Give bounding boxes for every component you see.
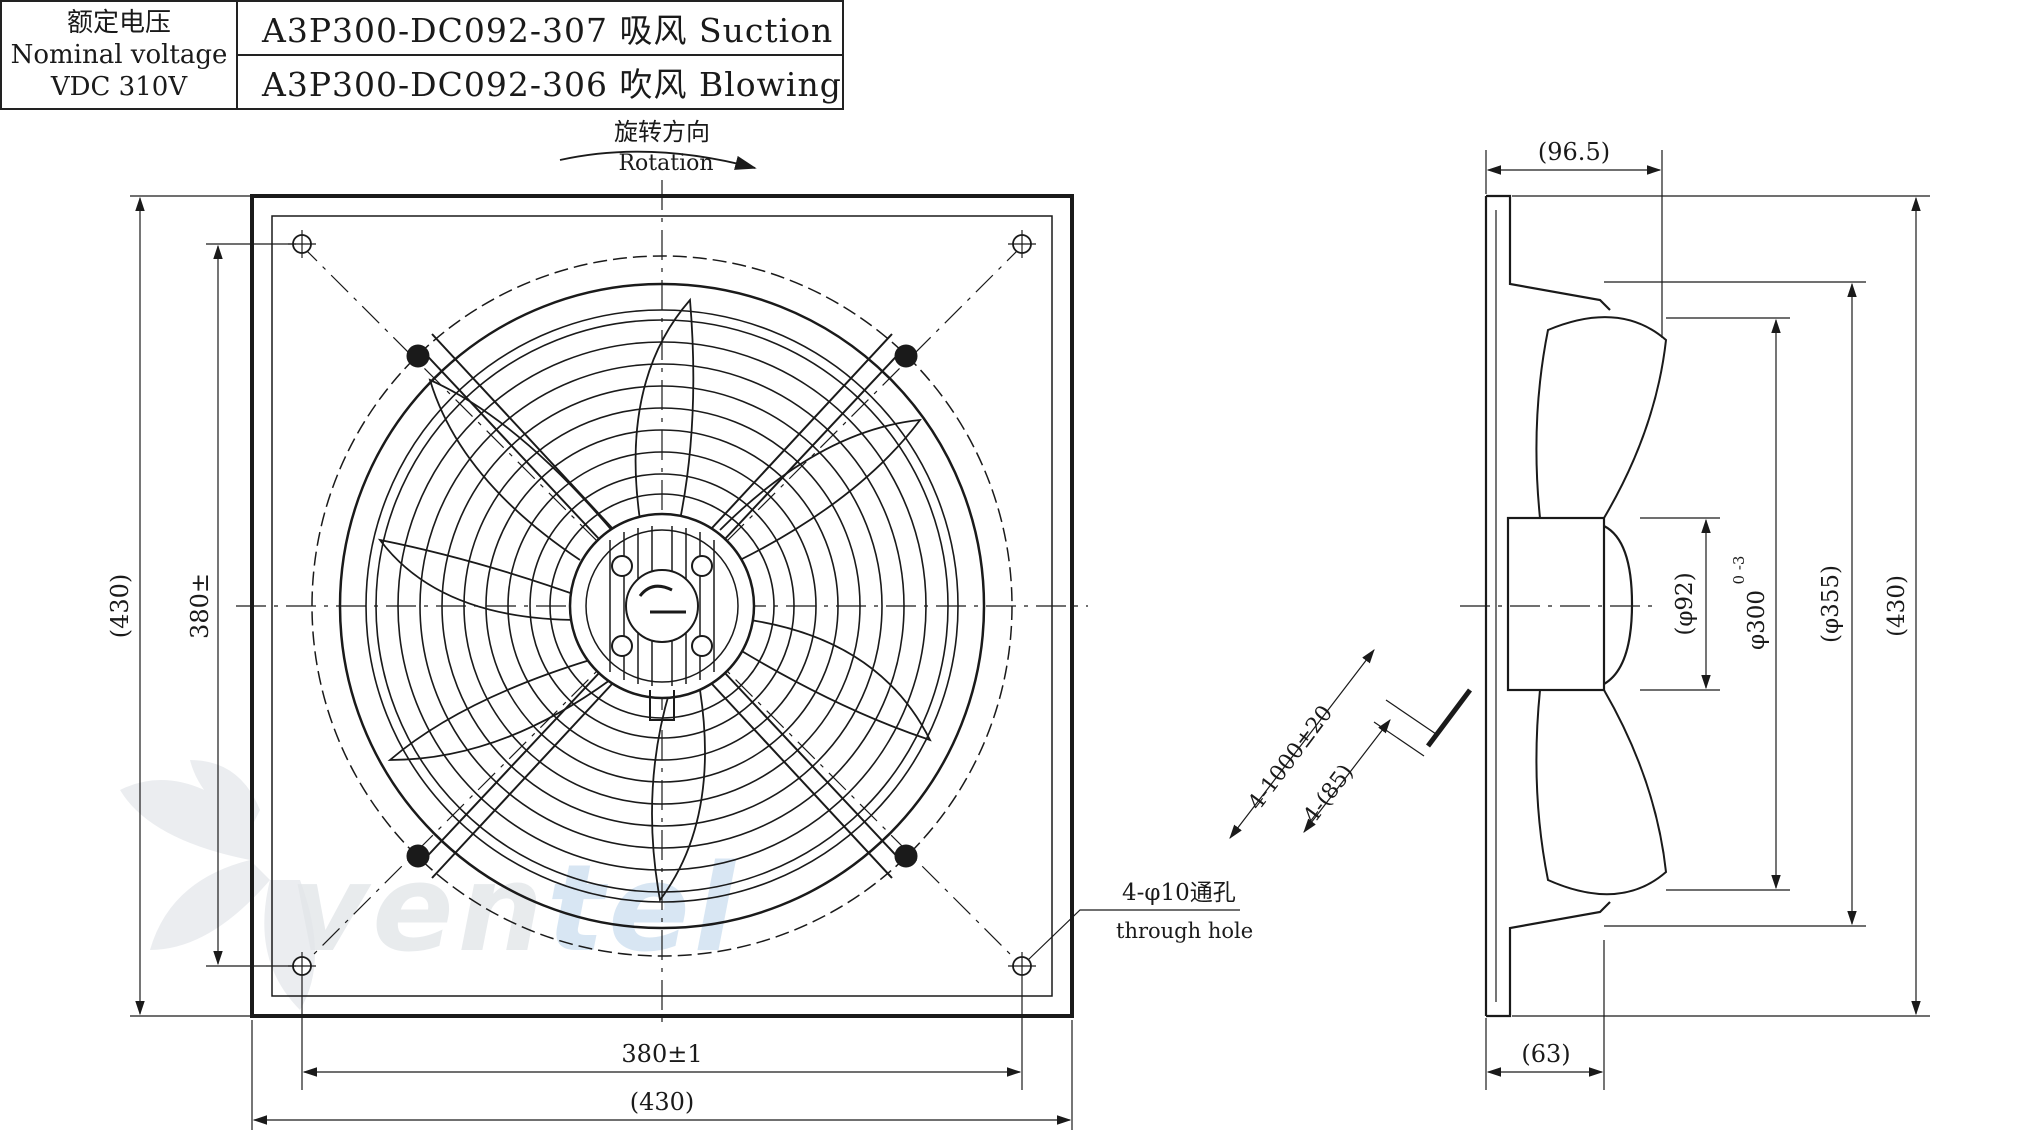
- rotation-indicator: 旋转方向 Rotation: [559, 118, 757, 176]
- hole-note-spec: 4-φ10通孔: [1122, 880, 1236, 906]
- dim-ring-diameter: (φ355): [1818, 565, 1844, 643]
- rotation-arrow: [559, 150, 757, 170]
- voltage-value: VDC 310V: [50, 72, 188, 102]
- dim-hub-diameter: (φ92): [1672, 572, 1698, 635]
- side-blade-top: [1535, 316, 1668, 519]
- guard-rings: [365, 309, 959, 903]
- venturi-ring: [311, 255, 1013, 957]
- rotation-label-en: Rotation: [618, 151, 713, 176]
- spec-table: 额定电压 Nominal voltage VDC 310V A3P300-DC0…: [0, 0, 844, 110]
- voltage-cell: 额定电压 Nominal voltage VDC 310V: [0, 0, 238, 110]
- dim-plate-height: (430): [106, 574, 134, 639]
- dim-hole-spacing-h: 380±1: [621, 1040, 702, 1068]
- dim-total-height: (430): [1884, 575, 1910, 637]
- cable-gland: [649, 690, 675, 721]
- brand-watermark: ventel: [290, 840, 739, 979]
- dim-impeller-diameter: φ300: [1744, 590, 1770, 650]
- side-motor: [1506, 516, 1606, 692]
- dim-line-cable-length: [1229, 649, 1375, 839]
- hole-leader-line: [1027, 909, 1240, 961]
- hub-center: [625, 569, 699, 643]
- hub-inner-ring: [585, 529, 739, 683]
- side-dimensions: [1229, 150, 1930, 1090]
- side-plate-top: [1486, 194, 1611, 311]
- model-blowing: A3P300-DC092-306 吹风 Blowing: [236, 54, 844, 110]
- guard-bolts: [406, 344, 918, 868]
- hub-screws: [611, 555, 713, 657]
- side-view: [1426, 194, 1668, 1018]
- brand-logo-icon: [638, 584, 686, 614]
- guard-outer-ring: [338, 282, 986, 930]
- dim-cable-strip: 4-(85): [1299, 760, 1359, 828]
- dim-line-cable-strip: [1303, 719, 1391, 833]
- voltage-label-cn: 额定电压: [66, 8, 171, 38]
- rotation-label-cn: 旋转方向: [614, 118, 710, 146]
- front-dimensions: [130, 195, 1240, 1130]
- side-cable: [1426, 688, 1472, 748]
- hole-note-desc: through hole: [1116, 919, 1253, 943]
- dim-depth-bottom: (63): [1521, 1040, 1570, 1068]
- dim-impeller-tolerance: 0 -3: [1730, 556, 1748, 585]
- guard-struts: [417, 333, 907, 879]
- dim-plate-width: (430): [630, 1088, 695, 1116]
- side-plate-bottom: [1486, 901, 1611, 1018]
- dim-depth-top: (96.5): [1538, 138, 1610, 166]
- side-blade-bottom: [1535, 689, 1668, 896]
- motor-back-cap: [1603, 525, 1634, 685]
- voltage-label-en: Nominal voltage: [10, 40, 228, 70]
- model-suction: A3P300-DC092-307 吸风 Suction: [236, 0, 844, 56]
- front-view: [236, 180, 1088, 1030]
- dim-hole-spacing-v: 380±: [186, 573, 214, 639]
